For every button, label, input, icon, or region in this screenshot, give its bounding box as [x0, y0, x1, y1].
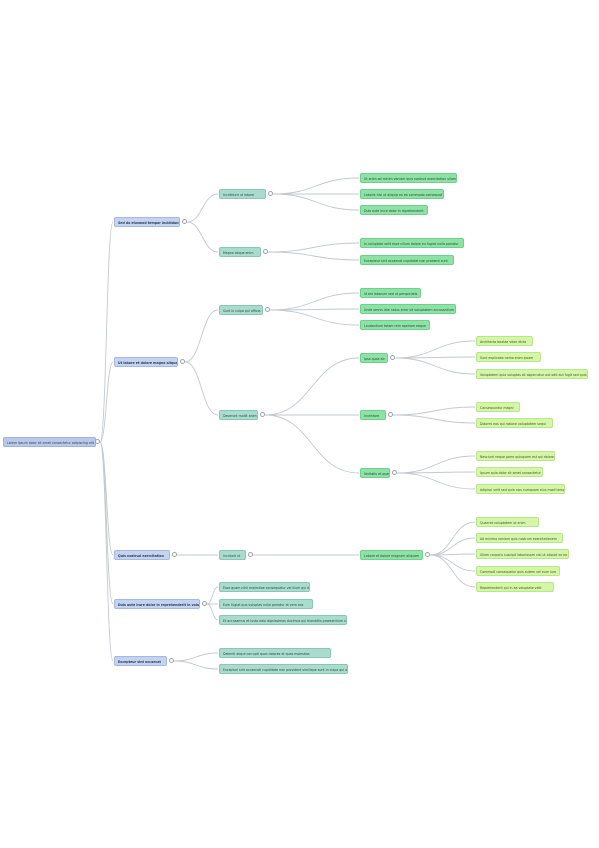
leaf-node[interactable]: Architecto beatae vitae dicta [476, 336, 533, 346]
connector-line [99, 361, 114, 443]
detail-node[interactable]: Ut enim ad minim veniam quis nostrud exe… [360, 173, 457, 183]
connector-line [184, 309, 219, 363]
collapse-toggle-icon[interactable] [265, 307, 270, 312]
connector-line [264, 414, 360, 474]
detail-node[interactable]: Unde omnis iste natus error sit voluptat… [360, 304, 456, 314]
connector-line [272, 177, 360, 195]
leaf-node[interactable]: Voluptatem quia voluptas sit aspernatur … [476, 369, 588, 379]
leaf-node[interactable]: Dolores eos qui ratione voluptatem sequi [476, 418, 553, 428]
connector-line [206, 603, 219, 621]
subtopic-node[interactable]: Deserunt mollit anim [219, 410, 258, 420]
subtopic-node[interactable]: Eum fugiat quo voluptas nulla pariatur a… [219, 599, 313, 609]
connector-line [99, 441, 114, 605]
detail-node[interactable]: Ipsa quae ab [360, 353, 388, 363]
subtopic-node[interactable]: Deleniti atque corrupti quos dolores et … [219, 648, 331, 658]
detail-node[interactable]: In voluptate velit esse cillum dolore eu… [360, 238, 464, 248]
connector-line [99, 441, 114, 662]
collapse-toggle-icon[interactable] [172, 552, 177, 557]
leaf-node[interactable]: Ullam corporis suscipit laboriosam nisi … [476, 549, 569, 559]
branch-3-topic[interactable]: Quis nostrud exercitation [114, 550, 170, 560]
leaf-node[interactable]: Ad minima veniam quis nostrum exercitati… [476, 533, 563, 543]
subtopic-node[interactable]: Magna aliqua enim [219, 247, 261, 257]
detail-node[interactable]: Labore et dolore magnam aliquam [360, 550, 423, 560]
connector-line [206, 586, 219, 605]
subtopic-node[interactable]: Esse quam nihil molestiae consequatur ve… [219, 582, 310, 592]
connector-line [267, 242, 360, 253]
leaf-node[interactable]: Sunt explicabo nemo enim ipsam [476, 352, 541, 362]
subtopic-node[interactable]: Et accusamus et iusto odio dignissimos d… [219, 615, 347, 625]
connector-line [269, 309, 360, 326]
connector-line [429, 554, 476, 588]
connector-line [184, 361, 219, 416]
branch-1-topic[interactable]: Sed do eiusmod tempor incididunt [114, 217, 180, 227]
connector-line [186, 193, 219, 223]
collapse-toggle-icon[interactable] [248, 552, 253, 557]
subtopic-node[interactable]: Incididunt ut labore [219, 189, 266, 199]
subtopic-node[interactable]: Incidunt ut [219, 550, 246, 560]
detail-node[interactable]: Excepteur sint occaecat cupidatat non pr… [360, 255, 454, 265]
connector-line [429, 521, 476, 556]
connector-line [392, 414, 476, 424]
leaf-node[interactable]: Adipisci velit sed quia non numquam eius… [476, 484, 565, 494]
connector-line [396, 472, 476, 490]
collapse-toggle-icon[interactable] [202, 601, 207, 606]
connector-line [264, 357, 360, 416]
branch-5-topic[interactable]: Excepteur sint occaecat [114, 656, 167, 666]
detail-node[interactable]: Inventore [360, 410, 386, 420]
connector-line [99, 221, 114, 443]
connector-line [269, 292, 360, 311]
connector-line [272, 193, 360, 211]
collapse-toggle-icon[interactable] [260, 412, 265, 417]
detail-node[interactable]: Duis aute irure dolor in reprehenderit [360, 205, 428, 215]
subtopic-node[interactable]: Excepturi sint occaecati cupiditate non … [219, 664, 348, 674]
collapse-toggle-icon[interactable] [392, 470, 397, 475]
detail-node[interactable]: Id est laborum sed ut perspiciatis [360, 288, 421, 298]
connector-line [267, 251, 360, 261]
collapse-toggle-icon[interactable] [388, 412, 393, 417]
connector-line [269, 308, 360, 311]
connector-line [394, 357, 476, 375]
branch-2-topic[interactable]: Ut labore et dolore magna aliqua [114, 357, 178, 367]
collapse-toggle-icon[interactable] [182, 219, 187, 224]
leaf-node[interactable]: Consequuntur magni [476, 402, 520, 412]
leaf-node[interactable]: Nesciunt neque porro quisquam est qui do… [476, 451, 555, 461]
connector-line [392, 406, 476, 416]
connector-line [429, 554, 476, 572]
detail-node[interactable]: Veritatis et quasi [360, 468, 390, 478]
detail-node[interactable]: Laudantium totam rem aperiam eaque [360, 320, 430, 330]
detail-node[interactable]: Laboris nisi ut aliquip ex ea commodo co… [360, 189, 444, 199]
connector-line [186, 221, 219, 253]
collapse-toggle-icon[interactable] [425, 552, 430, 557]
branch-4-topic[interactable]: Duis aute irure dolor in reprehenderit i… [114, 599, 200, 609]
collapse-toggle-icon[interactable] [390, 355, 395, 360]
collapse-toggle-icon[interactable] [268, 191, 273, 196]
connector-line [173, 652, 219, 662]
connector-line [396, 455, 476, 474]
connector-line [173, 660, 219, 670]
connector-line [429, 537, 476, 556]
collapse-toggle-icon[interactable] [263, 249, 268, 254]
leaf-node[interactable]: Reprehenderit qui in ea voluptate velit [476, 582, 554, 592]
leaf-node[interactable]: Commodi consequatur quis autem vel eum i… [476, 566, 560, 576]
root-topic[interactable]: Lorem ipsum dolor sit amet consectetur a… [3, 437, 96, 447]
leaf-node[interactable]: Ipsum quia dolor sit amet consectetur [476, 467, 543, 477]
connector-line [394, 340, 476, 359]
subtopic-node[interactable]: Sunt in culpa qui officia [219, 305, 263, 315]
collapse-toggle-icon[interactable] [180, 359, 185, 364]
collapse-toggle-icon[interactable] [169, 658, 174, 663]
collapse-toggle-icon[interactable] [95, 439, 100, 444]
leaf-node[interactable]: Quaerat voluptatem ut enim [476, 517, 539, 527]
